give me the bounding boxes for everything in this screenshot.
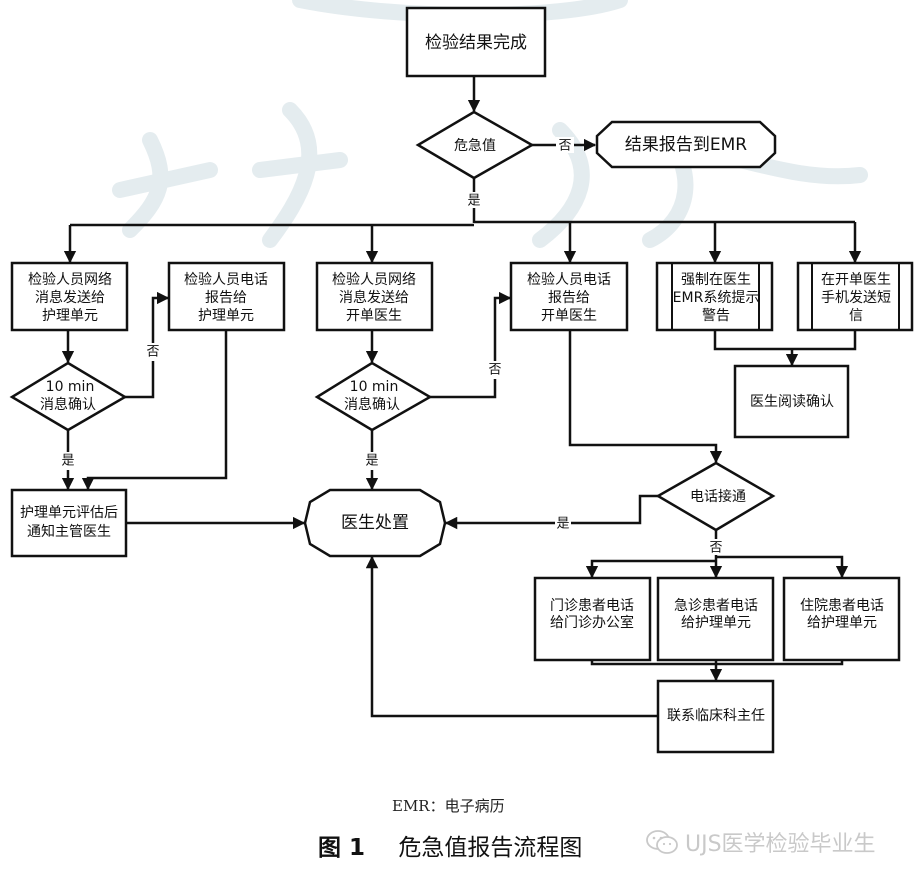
node-doctor-treat: 医生处置 — [303, 488, 447, 558]
node-doctor-read-confirm-label: 医生阅读确认 — [750, 393, 834, 410]
node-doctor-treat-label: 医生处置 — [341, 513, 409, 533]
node-report-emr-label: 结果报告到EMR — [625, 135, 747, 155]
node-phone-to-doctor: 检验人员电话 报告给 开单医生 — [509, 261, 629, 332]
edge-connected-no-outpatient — [585, 559, 716, 579]
line-3: 护理单元 — [198, 308, 254, 324]
line-2: 手机发送短 — [821, 290, 891, 306]
line-1: 急诊患者电话 — [674, 598, 758, 614]
node-inpatient: 住院患者电话 给护理单元 — [782, 576, 901, 662]
line-1: 检验人员网络 — [28, 272, 112, 288]
node-contact-director-label: 联系临床科主任 — [667, 708, 765, 724]
node-doctor-read-confirm: 医生阅读确认 — [733, 364, 850, 439]
merge-bus-alerts — [713, 330, 857, 351]
line-2: EMR系统提示 — [673, 290, 760, 306]
label-connected-yes: 是 — [556, 517, 569, 532]
line-1: 护理单元评估后 — [20, 505, 118, 521]
line-2: 报告给 — [548, 290, 590, 306]
node-phone-to-nursing: 检验人员电话 报告给 护理单元 — [167, 261, 286, 332]
node-phone-connected: 电话接通 — [655, 461, 776, 532]
label-critical-no: 否 — [558, 139, 571, 154]
edge-connected-yes — [444, 494, 658, 530]
node-confirm-nursing: 10 min 消息确认 — [9, 361, 128, 432]
line-3: 护理单元 — [42, 308, 98, 324]
node-nursing-assess: 护理单元评估后 通知主管医生 — [10, 488, 128, 558]
line-3: 开单医生 — [541, 308, 597, 324]
line-1: 强制在医生 — [681, 272, 751, 288]
node-contact-director: 联系临床科主任 — [656, 679, 775, 754]
line-2: 给门诊办公室 — [550, 614, 634, 631]
edge-director-to-treat — [365, 555, 658, 718]
wechat-icon — [646, 830, 678, 854]
figure-caption: 图 1 危急值报告流程图 — [318, 828, 582, 862]
node-net-to-doctor: 检验人员网络 消息发送给 开单医生 — [315, 261, 434, 332]
line-2: 消息确认 — [344, 396, 400, 413]
node-start: 检验结果完成 — [405, 6, 547, 78]
line-1: 门诊患者电话 — [550, 598, 634, 614]
node-report-emr: 结果报告到EMR — [595, 120, 777, 169]
line-3: 开单医生 — [346, 308, 402, 324]
line-2: 报告给 — [205, 290, 247, 306]
edge-connected-no-inpatient — [716, 555, 849, 579]
edge-labels: 否 是 否 是 否 是 是 否 — [60, 137, 724, 556]
line-1: 检验人员网络 — [332, 272, 416, 288]
label-confirm-doctor-no: 否 — [488, 363, 501, 378]
line-1: 检验人员电话 — [184, 272, 268, 288]
footnote: EMR：电子病历 — [392, 797, 505, 815]
line-1: 在开单医生 — [821, 272, 891, 288]
label-confirm-nursing-yes: 是 — [61, 454, 74, 469]
node-emergency: 急诊患者电话 给护理单元 — [656, 576, 775, 662]
line-2: 通知主管医生 — [27, 523, 111, 540]
edge-phone-nursing-to-assess — [81, 330, 228, 491]
node-critical-check: 危急值 — [415, 110, 535, 180]
line-3: 信 — [849, 308, 863, 324]
edge-phone-doctor-to-connected — [568, 330, 723, 464]
edge-confirm-doctor-no — [430, 291, 512, 399]
line-3: 警告 — [702, 308, 730, 324]
node-emr-warning: 强制在医生 EMR系统提示 警告 — [655, 261, 774, 332]
line-2: 消息发送给 — [339, 289, 409, 306]
line-2: 消息发送给 — [35, 289, 105, 306]
node-net-to-nursing: 检验人员网络 消息发送给 护理单元 — [10, 261, 129, 332]
node-critical-check-label: 危急值 — [454, 138, 496, 154]
line-1: 住院患者电话 — [800, 598, 884, 614]
label-confirm-nursing-no: 否 — [146, 345, 159, 360]
label-confirm-doctor-yes: 是 — [365, 454, 378, 469]
node-confirm-doctor: 10 min 消息确认 — [314, 361, 433, 432]
brand-watermark: UJS医学检验毕业生 — [645, 826, 876, 858]
connectors — [61, 76, 862, 718]
node-start-label: 检验结果完成 — [425, 33, 527, 53]
node-sms-doctor: 在开单医生 手机发送短 信 — [796, 261, 914, 332]
line-2: 消息确认 — [40, 396, 96, 413]
figure-number: 图 1 — [318, 835, 366, 861]
line-1: 10 min — [350, 379, 399, 395]
node-phone-connected-label: 电话接通 — [690, 488, 746, 505]
label-critical-yes: 是 — [467, 194, 480, 209]
line-1: 10 min — [46, 379, 95, 395]
line-2: 给护理单元 — [681, 615, 751, 631]
figure-title: 危急值报告流程图 — [398, 835, 583, 861]
node-outpatient: 门诊患者电话 给门诊办公室 — [533, 576, 652, 662]
brand-text: UJS医学检验毕业生 — [685, 832, 876, 857]
line-2: 给护理单元 — [807, 615, 877, 631]
line-1: 检验人员电话 — [527, 272, 611, 288]
label-connected-no: 否 — [709, 541, 722, 556]
